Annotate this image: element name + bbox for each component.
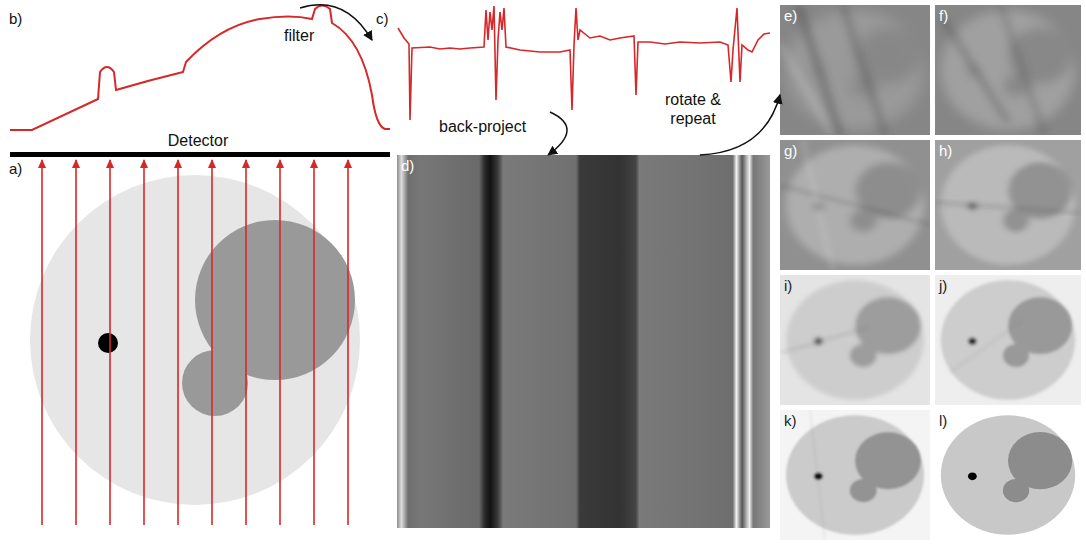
panel-letter: g) xyxy=(780,140,801,162)
phantom-dot xyxy=(98,333,118,353)
panel-letter: k) xyxy=(780,410,801,432)
illustration-part xyxy=(843,5,885,135)
panel-letter: a) xyxy=(5,158,26,180)
illustration-part xyxy=(211,160,213,525)
illustration-part xyxy=(177,160,179,525)
figure-panel: a) xyxy=(5,158,390,538)
x-ray-beams xyxy=(42,160,348,525)
illustration-part xyxy=(942,18,1008,122)
reconstruction-panel xyxy=(780,410,930,540)
illustration-part xyxy=(803,140,833,270)
panel-letter: f) xyxy=(935,5,952,27)
figure-panel: j) xyxy=(935,275,1081,405)
panel-letter: i) xyxy=(780,275,796,297)
process-arrow xyxy=(548,112,567,155)
illustration-part xyxy=(935,410,1081,540)
arrow-label: rotate & repeat xyxy=(648,90,738,128)
figure-panel: h) xyxy=(935,140,1081,270)
reconstruction-panel xyxy=(935,275,1081,405)
illustration-part xyxy=(143,160,145,525)
illustration-part xyxy=(935,5,1081,135)
reconstruction-panel xyxy=(935,140,1081,270)
reconstruction-panel xyxy=(780,140,930,270)
illustration-part xyxy=(780,44,833,135)
illustration-part xyxy=(950,321,1023,373)
panel-letter: e) xyxy=(780,5,801,27)
illustration-part xyxy=(75,160,77,525)
reconstruction-panel xyxy=(935,5,1081,135)
illustration-part xyxy=(313,160,315,525)
panel-letter: d) xyxy=(397,155,418,177)
arrow-label: filter xyxy=(282,26,316,45)
illustration-part xyxy=(41,160,43,525)
figure-panel: d) xyxy=(397,155,770,528)
phantom-disk xyxy=(30,175,360,505)
illustration-part xyxy=(780,410,930,540)
illustration-part xyxy=(245,160,247,525)
reconstruction-panel xyxy=(780,275,930,405)
illustration-part xyxy=(935,140,1081,270)
illustration-part xyxy=(780,140,930,270)
illustration-part xyxy=(810,410,825,540)
illustration-part xyxy=(786,415,924,535)
arrow-label: back-project xyxy=(437,117,528,136)
reconstruction-panel xyxy=(780,5,930,135)
figure-panel: i) xyxy=(780,275,930,405)
panel-letter: h) xyxy=(935,140,956,162)
illustration-part xyxy=(780,5,930,135)
illustration-part xyxy=(279,160,281,525)
illustration-part xyxy=(109,160,111,525)
figure-panel: f) xyxy=(935,5,1081,135)
illustration-part xyxy=(780,275,930,405)
illustration-part xyxy=(935,275,1081,405)
illustration-part xyxy=(941,415,1075,535)
illustration-part xyxy=(347,160,349,525)
detector-bar xyxy=(10,152,390,157)
detector-label: Detector xyxy=(166,131,230,150)
phantom-blob xyxy=(182,350,248,416)
panel-letter: j) xyxy=(935,275,951,297)
back-projection-image xyxy=(397,155,770,528)
panel-letter: c) xyxy=(372,8,393,30)
illustration-part xyxy=(780,327,870,353)
figure-panel: e) xyxy=(780,5,930,135)
figure-panel: k) xyxy=(780,410,930,540)
reconstruction-panel xyxy=(935,410,1081,540)
panel-letter: b) xyxy=(5,8,26,30)
panel-letter: l) xyxy=(935,410,951,432)
illustration-part xyxy=(941,280,1075,400)
illustration-part xyxy=(935,202,1081,212)
illustration-part xyxy=(1001,5,1045,135)
figure-panel: b) xyxy=(5,8,372,153)
projection-profile xyxy=(10,6,390,131)
illustration-part xyxy=(786,280,924,400)
figure-panel: l) xyxy=(935,410,1081,540)
figure-panel: g) xyxy=(780,140,930,270)
illustration-part xyxy=(780,186,930,225)
